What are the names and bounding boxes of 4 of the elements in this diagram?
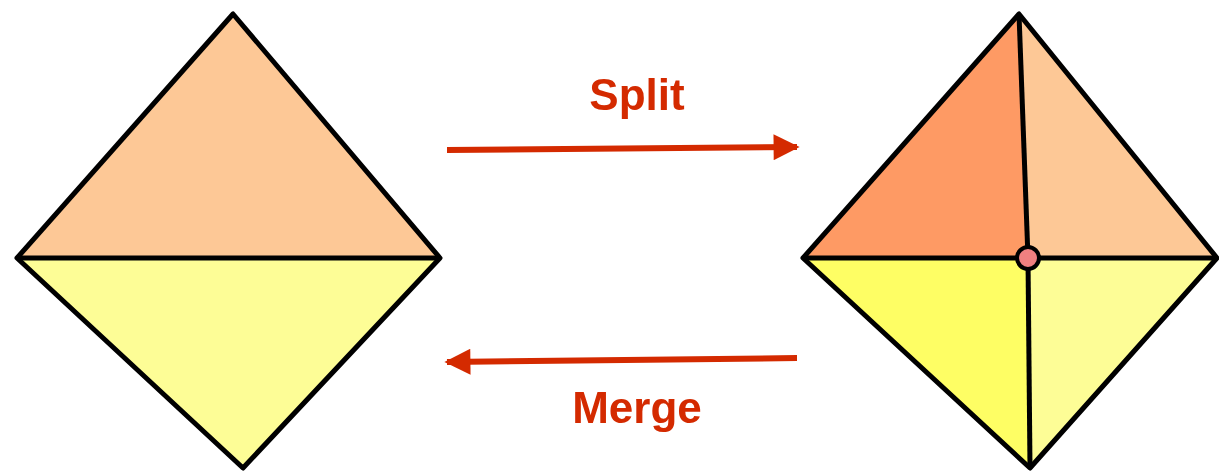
arrow — [444, 348, 798, 375]
arrow — [446, 134, 800, 161]
split-diamond-drawing — [14, 12, 444, 470]
split-diamond-drawing — [800, 12, 1219, 470]
